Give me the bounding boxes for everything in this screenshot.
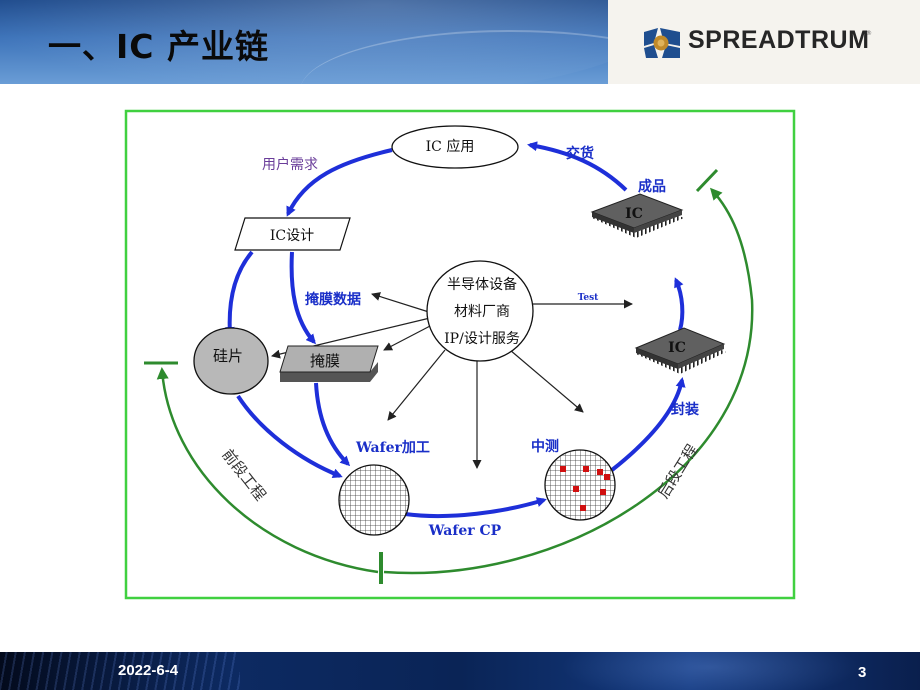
node-packaged-ic [634, 327, 726, 374]
label-package: 封装 [671, 401, 700, 418]
label-wafer-process: Wafer加工 [355, 440, 430, 456]
slide-footer: 2022-6-4 3 [0, 652, 920, 690]
header-band [0, 0, 608, 84]
diagram-frame [124, 109, 796, 600]
node-packaged-ic-label: IC [668, 340, 686, 356]
node-ic-application-label: IC 应用 [426, 138, 475, 155]
node-suppliers-line-1: 半导体设备 [447, 276, 517, 293]
flow-arrow-package [610, 377, 686, 472]
node-suppliers-line-3: IP/设计服务 [444, 331, 520, 347]
back-end-stage-arrow [383, 187, 754, 575]
flow-arrow-mask-data [289, 251, 316, 345]
label-front-end-stage: 前段工程 [218, 446, 269, 504]
slide-title: 一、IC 产业链 [48, 27, 269, 66]
supply-arrow-to-mask-data [371, 292, 433, 314]
label-delivery: 交货 [566, 145, 594, 162]
label-test: Test [578, 293, 599, 303]
node-mask [279, 345, 379, 373]
front-end-stage-arrow [156, 367, 379, 574]
flow-arrow-wafer-process-2 [314, 382, 351, 467]
node-wafer-label: 硅片 [213, 347, 243, 365]
back-end-stage-tick [695, 168, 719, 193]
node-mask-label: 掩膜 [310, 352, 340, 370]
label-mask-data: 掩膜数据 [305, 291, 361, 308]
supply-arrow-to-wafer-process [387, 349, 446, 421]
flow-arrow-test [674, 277, 685, 331]
label-mid-test: 中测 [531, 438, 559, 455]
node-product-ic [590, 193, 684, 238]
label-product: 成品 [638, 178, 666, 195]
supply-arrow-to-mid-test [509, 349, 584, 413]
node-suppliers [426, 260, 534, 362]
label-user-demand: 用户需求 [262, 156, 318, 173]
spreadtrum-logo-icon [644, 28, 680, 58]
slide-header: 一、IC 产业链 SPREADTRUM ® [0, 0, 920, 84]
defect-die-markers [560, 466, 610, 511]
node-wafer [193, 327, 269, 395]
footer-page-number: 3 [858, 664, 867, 681]
node-suppliers-line-2: 材料厂商 [454, 304, 510, 320]
flow-arrow-design-to-wafer [224, 250, 254, 337]
node-product-ic-label: IC [625, 206, 643, 222]
logo-text: SPREADTRUM [688, 26, 870, 54]
node-processed-wafer [338, 464, 410, 536]
label-wafer-cp: Wafer CP [428, 523, 502, 539]
footer-date: 2022-6-4 [118, 662, 179, 679]
node-ic-design-label: IC设计 [270, 228, 314, 244]
label-back-end-stage: 后段工程 [654, 441, 701, 501]
flow-arrow-user-demand [286, 148, 393, 217]
logo-trademark: ® [866, 30, 872, 37]
flow-arrow-delivery [527, 141, 628, 192]
flow-arrow-wafer-cp [404, 497, 547, 519]
flow-arrow-wafer-process-1 [236, 394, 343, 479]
supply-arrow-to-mask [383, 324, 433, 351]
spreadtrum-logo: SPREADTRUM ® [640, 24, 880, 62]
node-ic-design [234, 217, 351, 251]
node-ic-application [391, 125, 519, 169]
